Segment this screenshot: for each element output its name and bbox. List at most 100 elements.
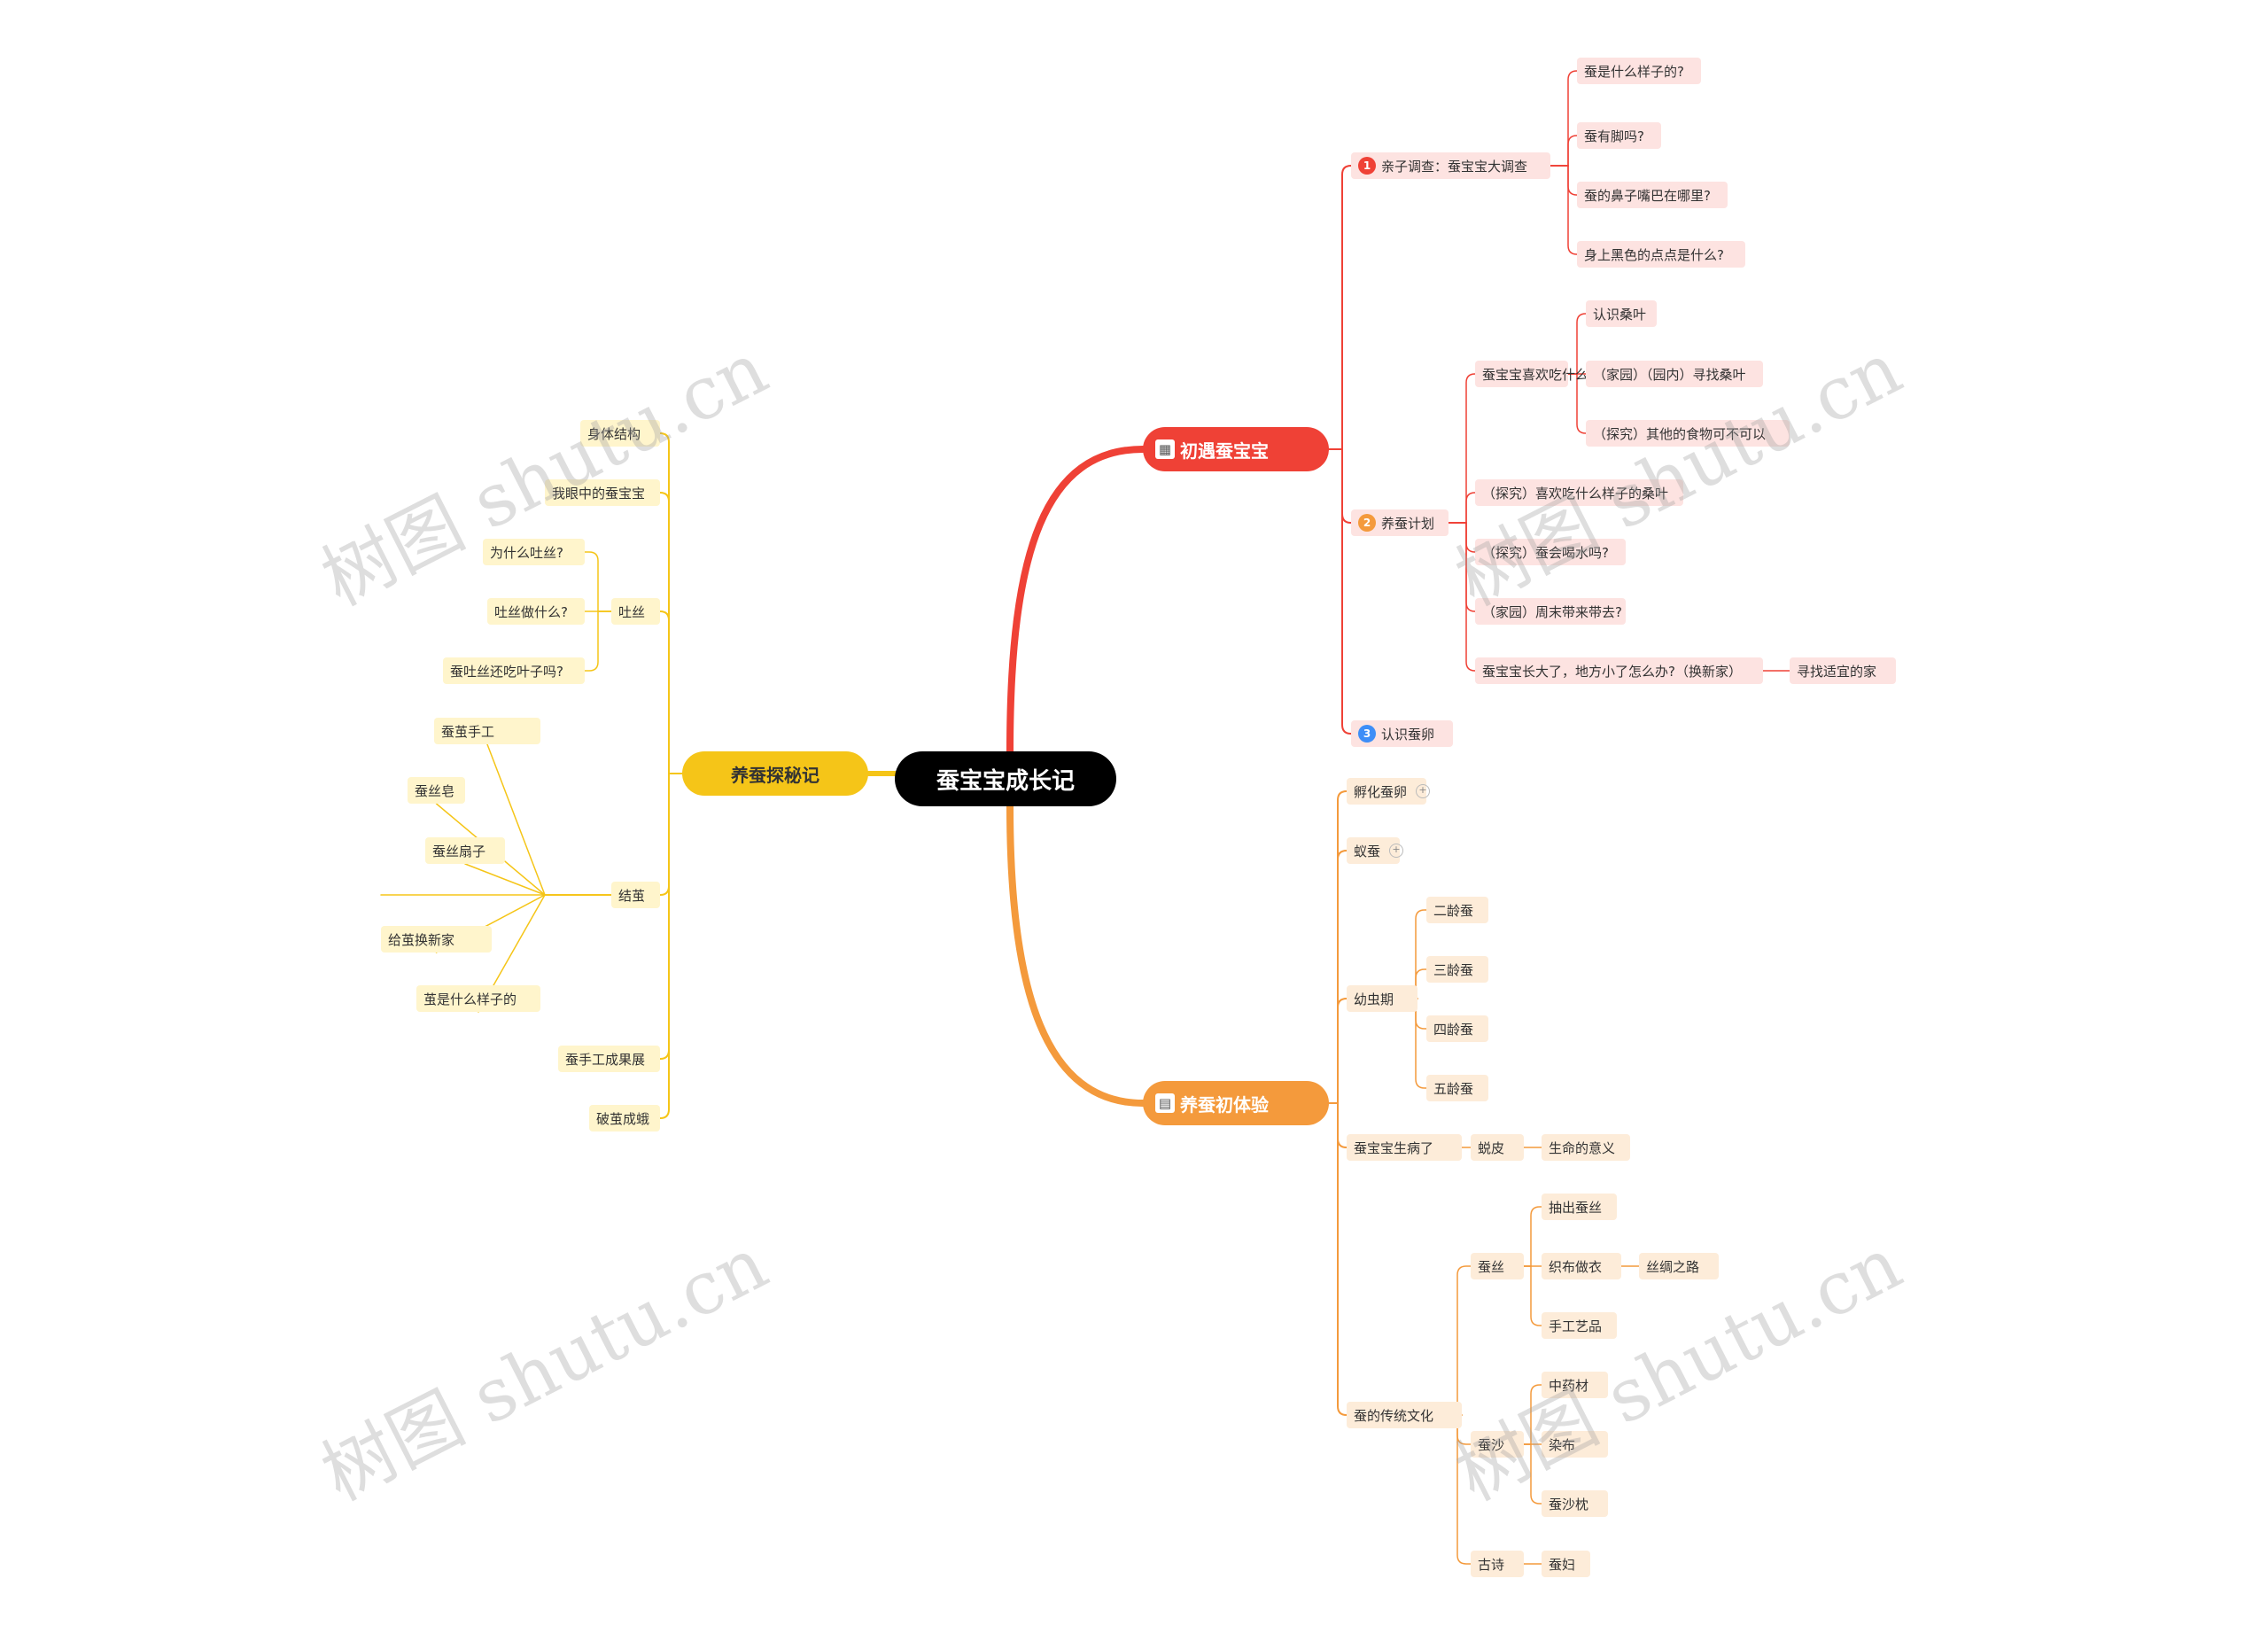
silk-road-item[interactable]: 丝绸之路: [1639, 1253, 1719, 1279]
cocoon-item-5[interactable]: 给茧换新家: [381, 926, 492, 953]
connector-line: [464, 863, 612, 896]
silk-item-3[interactable]: 手工艺品: [1542, 1312, 1617, 1339]
survey-question-4[interactable]: 身上黑色的点点是什么?: [1577, 241, 1745, 268]
survey-question-3[interactable]: 蚕的鼻子嘴巴在哪里?: [1577, 182, 1728, 208]
plan-item-3[interactable]: （探究）蚕会喝水吗?: [1475, 539, 1626, 565]
orange-item-2[interactable]: 蚁蚕+: [1347, 837, 1404, 864]
plan-item-4[interactable]: （家园）周末带来带去?: [1475, 598, 1626, 625]
cocoon-item-2[interactable]: 蚕丝皂: [408, 777, 465, 804]
culture-item-3[interactable]: 古诗: [1471, 1551, 1524, 1577]
poem-item[interactable]: 蚕妇: [1542, 1551, 1590, 1577]
food-item-3[interactable]: （探究）其他的食物可不可以: [1586, 420, 1790, 447]
connector-line: [659, 610, 683, 774]
find-home-item-label: 寻找适宜的家: [1797, 663, 1877, 680]
plan-item-5[interactable]: 蚕宝宝长大了，地方小了怎么办?（换新家）: [1475, 657, 1763, 684]
cocoon-item-3[interactable]: 蚕丝扇子: [425, 837, 505, 864]
expand-icon[interactable]: +: [1389, 844, 1404, 858]
exploration-item-6[interactable]: 破茧成蛾: [589, 1105, 660, 1131]
root-node-label: 蚕宝宝成长记: [936, 767, 1075, 795]
survey-question-2[interactable]: 蚕有脚吗?: [1577, 122, 1661, 149]
silk-item-3-label: 手工艺品: [1549, 1318, 1603, 1334]
connector-line: [1448, 373, 1476, 524]
number-badge-icon: 3: [1358, 725, 1376, 743]
exploration-item-3[interactable]: 吐丝: [611, 598, 660, 625]
food-item-2[interactable]: （家园）（园内）寻找桑叶: [1586, 361, 1763, 387]
droppings-item-1[interactable]: 中药材: [1542, 1372, 1608, 1398]
instar-2-label: 三龄蚕: [1433, 961, 1474, 978]
droppings-item-3[interactable]: 蚕沙枕: [1542, 1490, 1608, 1517]
connector-line: [1328, 850, 1348, 1104]
plan-item-2[interactable]: （探究）喜欢吃什么样子的桑叶: [1475, 479, 1683, 506]
root-node[interactable]: 蚕宝宝成长记: [895, 751, 1116, 806]
molting-item-label: 蜕皮: [1478, 1139, 1505, 1156]
instar-2[interactable]: 三龄蚕: [1426, 956, 1488, 983]
calendar-icon: ▦: [1155, 439, 1175, 459]
connector-line: [1550, 165, 1578, 255]
branch-node-first-encounter-label: 初遇蚕宝宝: [1180, 439, 1269, 462]
instar-1-label: 二龄蚕: [1433, 902, 1474, 919]
red-item-3-label: 认识蚕卵: [1381, 726, 1435, 743]
orange-item-5-label: 蚕的传统文化: [1354, 1407, 1434, 1424]
branch-node-exploration[interactable]: 养蚕探秘记: [682, 751, 868, 796]
spinning-item-2[interactable]: 吐丝做什么?: [487, 598, 585, 625]
plan-item-3-label: （探究）蚕会喝水吗?: [1482, 544, 1609, 561]
orange-item-5[interactable]: 蚕的传统文化: [1347, 1402, 1462, 1428]
cocoon-item-1-label: 蚕茧手工: [441, 723, 495, 740]
branch-node-first-experience[interactable]: ▤养蚕初体验: [1143, 1081, 1329, 1125]
silk-item-1[interactable]: 抽出蚕丝: [1542, 1194, 1617, 1220]
culture-item-2[interactable]: 蚕沙: [1471, 1431, 1524, 1458]
spinning-item-3[interactable]: 蚕吐丝还吃叶子吗?: [443, 657, 585, 684]
red-item-3[interactable]: 3 认识蚕卵: [1351, 720, 1453, 747]
spinning-item-3-label: 蚕吐丝还吃叶子吗?: [450, 663, 563, 680]
plan-item-2-label: （探究）喜欢吃什么样子的桑叶: [1482, 485, 1669, 502]
instar-1[interactable]: 二龄蚕: [1426, 897, 1488, 923]
molting-item[interactable]: 蜕皮: [1471, 1134, 1524, 1161]
food-item-1[interactable]: 认识桑叶: [1586, 300, 1657, 327]
meaning-of-life-item-label: 生命的意义: [1549, 1139, 1616, 1156]
droppings-item-2[interactable]: 染布: [1542, 1431, 1608, 1458]
connector-line: [1328, 448, 1352, 735]
culture-item-1[interactable]: 蚕丝: [1471, 1253, 1524, 1279]
branch-node-exploration-label: 养蚕探秘记: [731, 764, 819, 786]
connector-line: [584, 551, 612, 612]
connector-line: [1550, 165, 1578, 196]
spinning-item-1[interactable]: 为什么吐丝?: [483, 539, 585, 565]
survey-question-1[interactable]: 蚕是什么样子的?: [1577, 58, 1701, 84]
orange-item-4[interactable]: 蚕宝宝生病了: [1347, 1134, 1462, 1161]
orange-item-1-label: 孵化蚕卵: [1354, 783, 1408, 800]
exploration-item-1[interactable]: 身体结构: [580, 420, 660, 447]
silk-item-2[interactable]: 织布做衣: [1542, 1253, 1621, 1279]
orange-item-3[interactable]: 幼虫期: [1347, 985, 1418, 1012]
plan-item-1-label: 蚕宝宝喜欢吃什么: [1482, 366, 1589, 383]
connector-line: [1456, 1414, 1472, 1565]
exploration-item-2-label: 我眼中的蚕宝宝: [552, 485, 646, 502]
silk-road-item-label: 丝绸之路: [1646, 1258, 1700, 1275]
find-home-item[interactable]: 寻找适宜的家: [1790, 657, 1896, 684]
food-item-1-label: 认识桑叶: [1593, 306, 1647, 323]
culture-item-1-label: 蚕丝: [1478, 1258, 1505, 1275]
connector-line: [1550, 70, 1578, 167]
branch-node-first-encounter[interactable]: ▦初遇蚕宝宝: [1143, 427, 1329, 471]
instar-3[interactable]: 四龄蚕: [1426, 1015, 1488, 1042]
cocoon-item-5-label: 给茧换新家: [388, 931, 455, 948]
culture-item-3-label: 古诗: [1478, 1556, 1505, 1573]
meaning-of-life-item[interactable]: 生命的意义: [1542, 1134, 1630, 1161]
instar-4-label: 五龄蚕: [1433, 1080, 1474, 1097]
expand-icon[interactable]: +: [1416, 784, 1431, 798]
exploration-item-5-label: 蚕手工成果展: [565, 1051, 646, 1068]
connector-line: [659, 492, 683, 774]
plan-item-1[interactable]: 蚕宝宝喜欢吃什么: [1475, 361, 1588, 387]
cocoon-item-1[interactable]: 蚕茧手工: [434, 718, 540, 744]
cocoon-item-6[interactable]: 茧是什么样子的: [416, 985, 540, 1012]
instar-4[interactable]: 五龄蚕: [1426, 1075, 1488, 1101]
survey-question-1-label: 蚕是什么样子的?: [1584, 63, 1684, 80]
exploration-item-5[interactable]: 蚕手工成果展: [558, 1046, 660, 1072]
exploration-item-2[interactable]: 我眼中的蚕宝宝: [545, 479, 660, 506]
orange-item-1[interactable]: 孵化蚕卵 +: [1347, 778, 1431, 805]
connector-line: [584, 610, 612, 672]
exploration-item-4[interactable]: 结茧: [611, 882, 660, 908]
